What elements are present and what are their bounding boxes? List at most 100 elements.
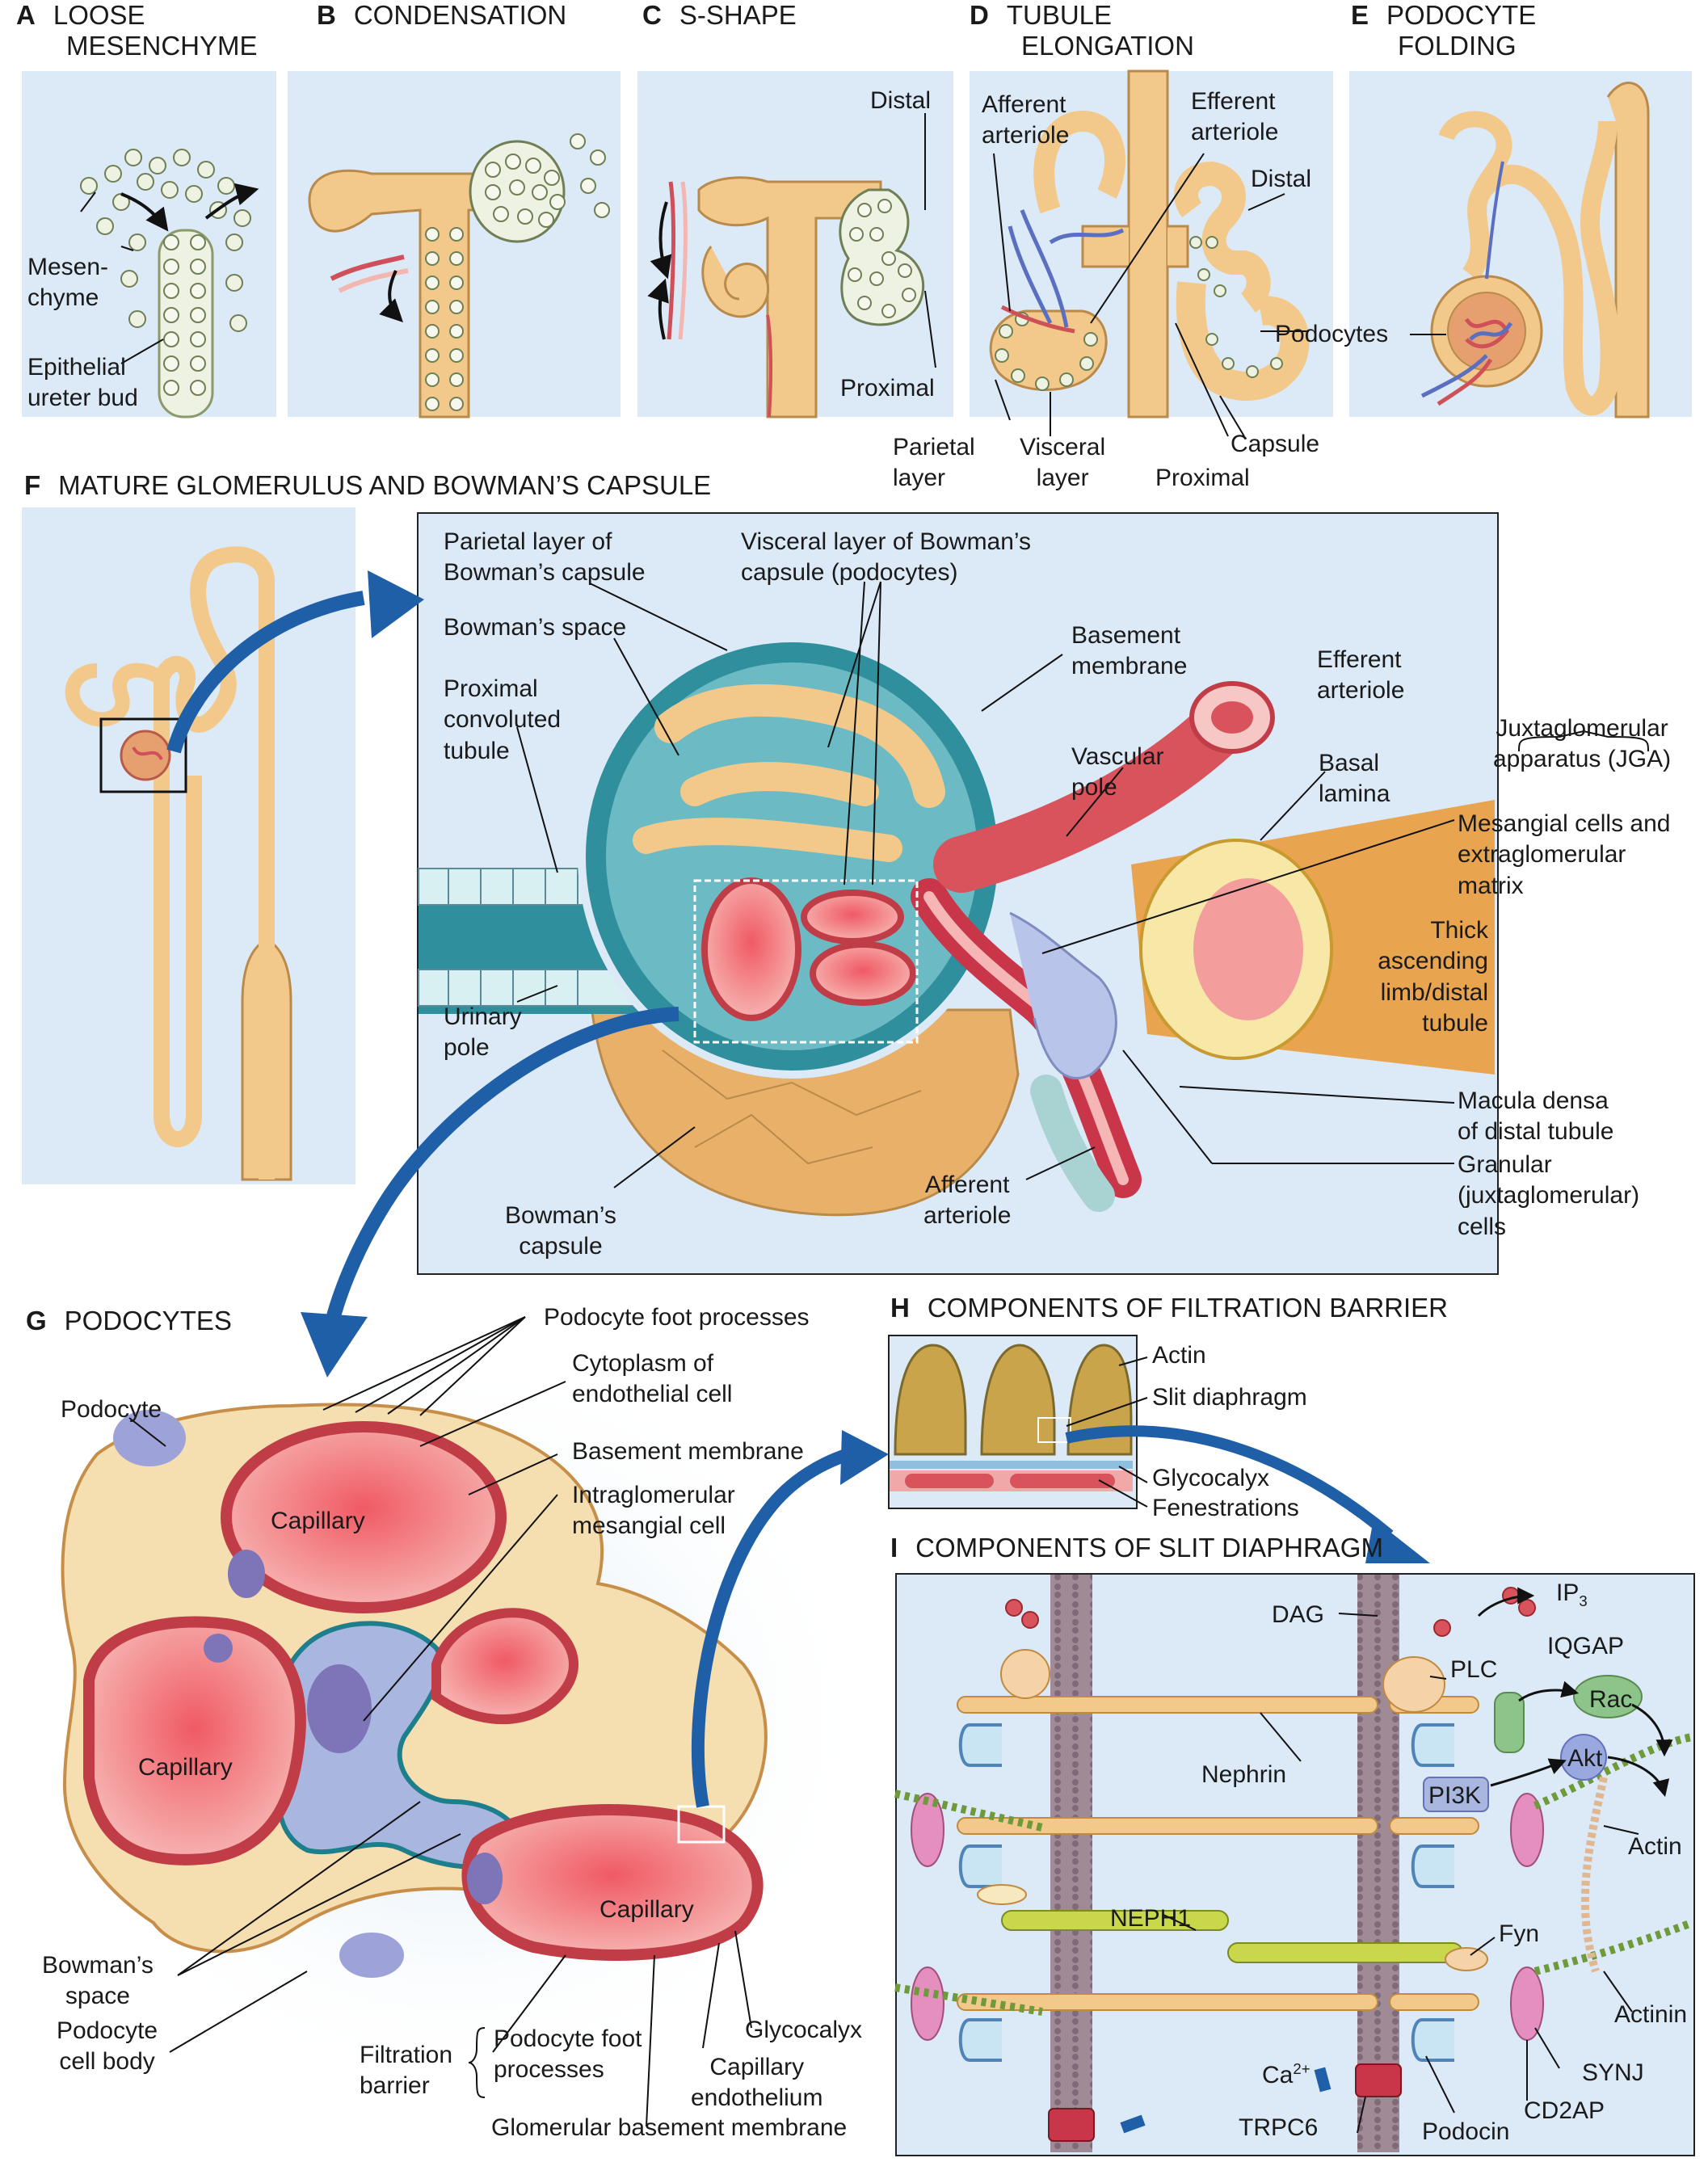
label-f-macula-densa: Macula densa of distal tubule: [1458, 1086, 1613, 1148]
label-g-capillary-1: Capillary: [271, 1508, 365, 1534]
label-d-afferent-l1: Afferent: [982, 91, 1066, 118]
panel-g-title-text: PODOCYTES: [64, 1306, 232, 1335]
label-g-capillary-3: Capillary: [599, 1896, 694, 1923]
label-g-foot2-l2: processes: [494, 2056, 604, 2084]
panel-i-title: I COMPONENTS OF SLIT DIAPHRAGM: [890, 1533, 1383, 1563]
label-f-vascular-l2: pole: [1071, 774, 1117, 801]
panel-i-letter: I: [890, 1533, 898, 1563]
panel-g-letter: G: [26, 1306, 47, 1335]
label-i-synj: SYNJ: [1582, 2059, 1644, 2086]
label-i-iqgap: IQGAP: [1547, 1633, 1625, 1659]
label-f-jga: Juxtaglomerular apparatus (JGA): [1493, 713, 1671, 776]
panel-e-title-line2: FOLDING: [1398, 30, 1517, 61]
label-f-mesangial-l2: extraglomerular: [1458, 841, 1626, 869]
panel-b-title-text: CONDENSATION: [353, 0, 567, 30]
label-f-thick-l1: Thick: [1430, 917, 1488, 944]
label-f-parietal-l2: Bowman’s capsule: [444, 559, 646, 587]
label-f-capsule-l2: capsule: [519, 1233, 603, 1260]
label-f-afferent-l1: Afferent: [924, 1171, 1010, 1198]
panel-e-box: [1349, 71, 1692, 417]
label-f-macula-l1: Macula densa: [1458, 1087, 1609, 1114]
label-f-jga-l1: Juxtaglomerular: [1496, 715, 1668, 742]
label-f-efferent-l1: Efferent: [1317, 646, 1402, 673]
label-g-intra-l1: Intraglomerular: [572, 1482, 735, 1508]
label-g-cyto-l2: endothelial cell: [572, 1381, 733, 1408]
panel-a-letter: A: [16, 0, 36, 30]
label-f-parietal: Parietal layer of Bowman’s capsule: [444, 527, 646, 589]
panel-g-title: G PODOCYTES: [26, 1306, 232, 1336]
label-i-rac: Rac: [1589, 1686, 1633, 1713]
label-f-mesangial-l3: matrix: [1458, 872, 1524, 899]
panel-d-letter: D: [970, 0, 989, 30]
panel-e-letter: E: [1351, 0, 1369, 30]
label-f-pct-l1: Proximal: [444, 675, 538, 702]
label-f-macula-l2: of distal tubule: [1458, 1118, 1614, 1146]
label-f-bowmans-capsule: Bowman’s capsule: [505, 1201, 616, 1263]
label-i-ca-base: Ca: [1262, 2062, 1294, 2088]
label-f-jga-l2: apparatus (JGA): [1493, 746, 1672, 773]
label-d-efferent-l1: Efferent: [1191, 88, 1276, 115]
label-f-bowmans-space: Bowman’s space: [444, 614, 627, 641]
label-i-calcium: Ca2+: [1262, 2060, 1310, 2091]
label-f-granular-l2: (juxtaglomerular): [1458, 1182, 1640, 1209]
label-f-thick-l3: limb/distal: [1380, 978, 1488, 1006]
label-d-visceral-l2: layer: [1036, 465, 1089, 492]
label-f-basal-l1: Basal: [1319, 750, 1380, 776]
label-i-dag: DAG: [1272, 1601, 1325, 1628]
label-bud-l1: Epithelial: [27, 354, 126, 381]
label-f-pct: Proximal convoluted tubule: [444, 674, 561, 767]
label-g-foot-processes: Podocyte foot processes: [544, 1304, 810, 1331]
label-f-granular-l1: Granular: [1458, 1151, 1552, 1178]
label-f-thick-l2: ascending: [1378, 948, 1488, 975]
panel-c-letter: C: [642, 0, 662, 30]
label-f-granular-l3: cells: [1458, 1213, 1507, 1240]
label-i-akt: Akt: [1567, 1745, 1603, 1772]
label-d-parietal-l2: layer: [893, 465, 946, 492]
label-f-parietal-l1: Parietal layer of: [444, 528, 612, 555]
label-d-visceral-l1: Visceral: [1020, 434, 1106, 461]
label-f-pct-l2: convoluted: [444, 706, 562, 734]
label-g-endo-l2: endothelium: [691, 2084, 823, 2112]
label-i-ip3-base: IP: [1556, 1579, 1580, 1606]
label-g-space-l1: Bowman’s: [42, 1952, 154, 1979]
label-h-glycocalyx: Glycocalyx: [1152, 1465, 1270, 1491]
panel-e-title-line1: PODOCYTE: [1386, 0, 1537, 30]
panel-a-title-line1: LOOSE: [53, 0, 145, 30]
label-f-urinary-l1: Urinary: [444, 1003, 522, 1030]
label-f-capsule-l1: Bowman’s: [505, 1202, 616, 1229]
label-bud-l2: ureter bud: [27, 385, 138, 412]
label-mesenchyme-l1: Mesen-: [27, 254, 109, 280]
label-f-visceral-l2: capsule (podocytes): [741, 559, 958, 587]
label-f-granular: Granular (juxtaglomerular) cells: [1458, 1150, 1639, 1243]
panel-i-title-text: COMPONENTS OF SLIT DIAPHRAGM: [915, 1533, 1383, 1563]
label-i-neph1: NEPH1: [1110, 1905, 1192, 1932]
label-g-intra-l2: mesangial cell: [572, 1512, 726, 1540]
label-i-trpc6: TRPC6: [1239, 2114, 1319, 2141]
panel-f-title-text: MATURE GLOMERULUS AND BOWMAN’S CAPSULE: [58, 470, 712, 500]
label-i-actinin: Actinin: [1614, 2001, 1688, 2028]
panel-h-box: [888, 1335, 1138, 1509]
label-g-filtration-l1: Filtration: [360, 2042, 453, 2068]
panel-b-box: [288, 71, 621, 417]
label-f-basement-l1: Basement: [1071, 622, 1181, 649]
label-f-pct-l3: tubule: [444, 737, 510, 764]
